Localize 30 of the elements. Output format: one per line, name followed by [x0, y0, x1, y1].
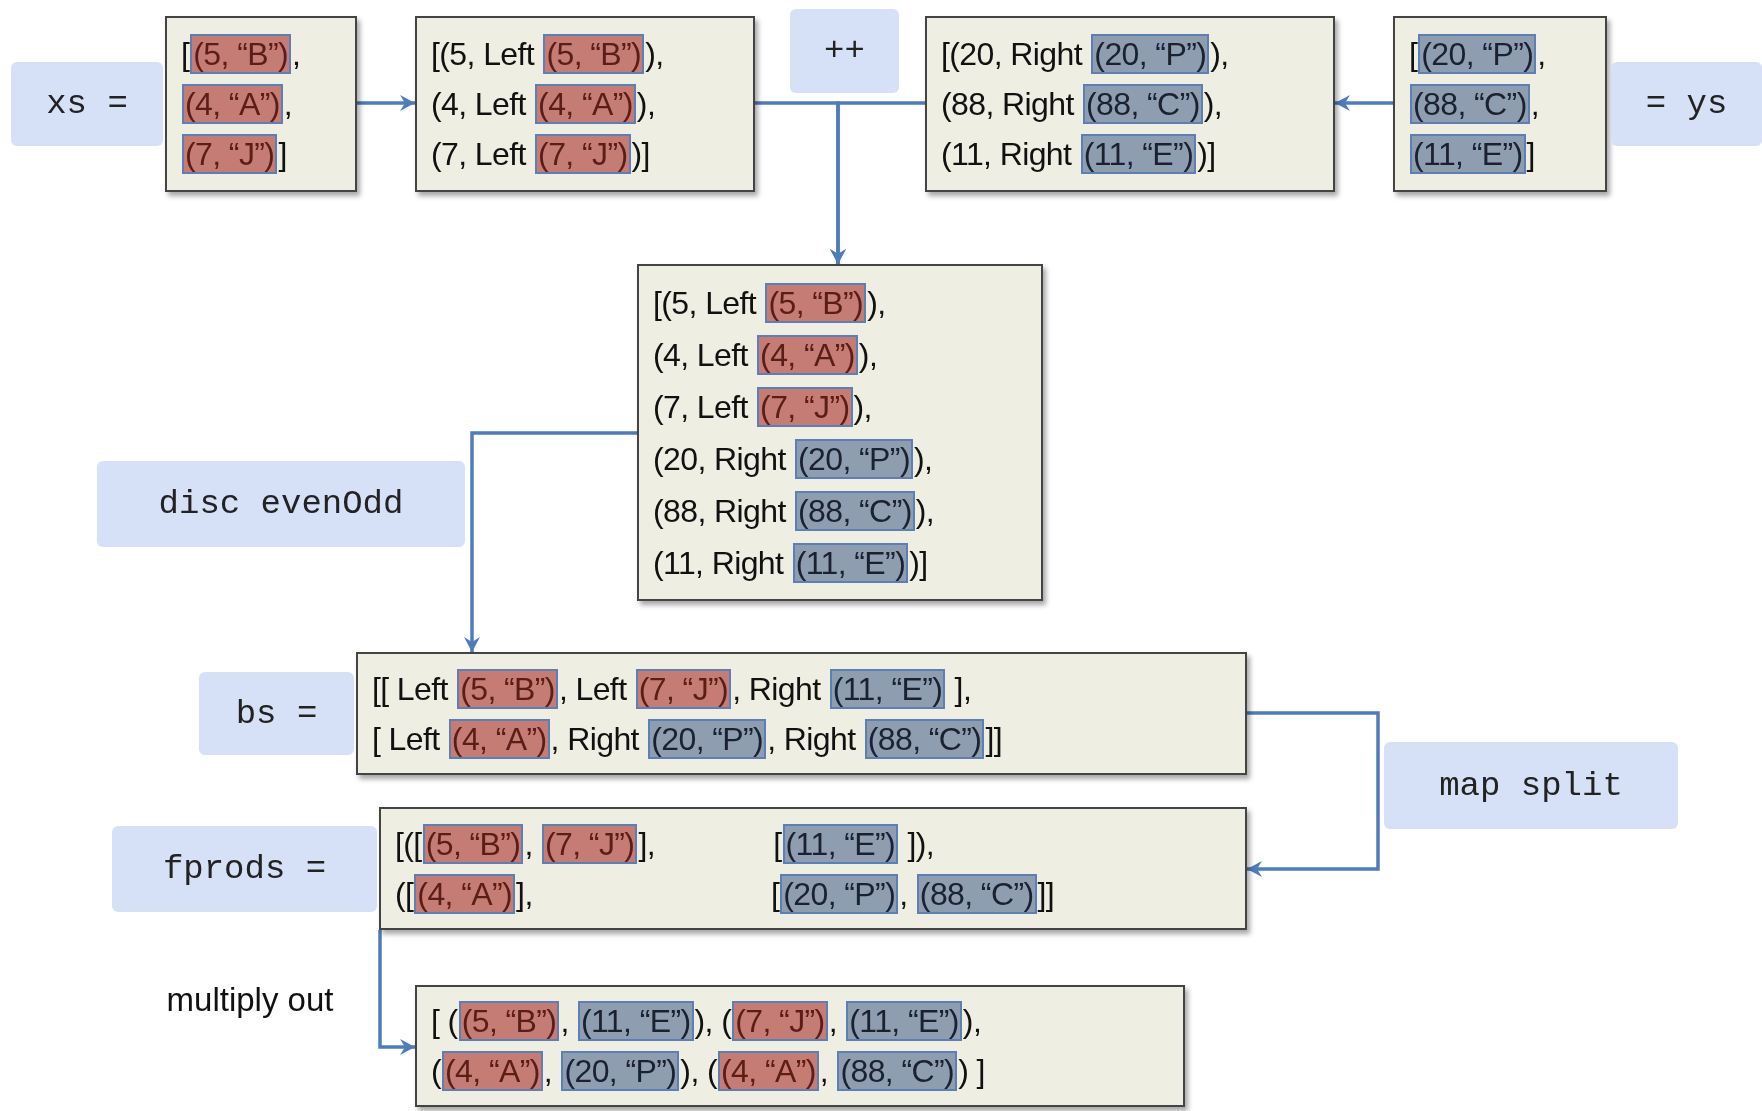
code-text: [([(5, “B”), (7, “J”)], [(11, “E”) ]), ([(4, “A”)], [(20, “P”), (88, “C”)]]: [394, 822, 1055, 916]
variable-label: xs =: [11, 62, 163, 146]
list-box: [637, 264, 1043, 601]
code-text: [ ((5, “B”), (11, “E”)), ((7, “J”), (11, “E”)), ((4, “A”), (20, “P”)), ((4, “A”), (88, “C”)) ]: [430, 1000, 985, 1093]
edge-label: map split: [1384, 742, 1678, 829]
arrow: [378, 930, 415, 1055]
code-text: [(5, Left (5, “B”)), (4, Left (4, “A”)), (7, Left (7, “J”))]: [430, 33, 664, 176]
arrow: [1247, 711, 1380, 877]
arrow: [464, 431, 637, 652]
code-text: [(5, Left (5, “B”)), (4, Left (4, “A”)), (7, Left (7, “J”)), (20, Right (20, “P”)), (88, Right (88, “C”)), (11, Right (11, “E”))]: [652, 281, 935, 585]
list-box: [356, 652, 1247, 775]
arrow: [830, 101, 925, 264]
edge-label: multiply out: [165, 980, 335, 1020]
variable-label: bs =: [199, 672, 354, 755]
edge-label: disc evenOdd: [97, 461, 465, 547]
code-text: [[ Left (5, “B”), Left (7, “J”), Right (11, “E”) ], [ Left (4, “A”), Right (20, “P”), Right (88, “C”)]]: [371, 667, 1003, 761]
list-box: [165, 16, 357, 192]
code-text: [(20, “P”), (88, “C”), (11, “E”)]: [1408, 33, 1546, 176]
code-text: [(20, Right (20, “P”)), (88, Right (88, “C”)), (11, Right (11, “E”))]: [940, 33, 1229, 176]
arrow: [1335, 95, 1393, 111]
list-box: [925, 16, 1335, 192]
variable-label: fprods =: [112, 826, 377, 912]
code-text: [(5, “B”), (4, “A”), (7, “J”)]: [180, 33, 301, 176]
arrow: [357, 95, 415, 111]
list-box: [1393, 16, 1607, 192]
list-box: [415, 16, 755, 192]
list-box: [379, 807, 1247, 930]
edge-label: ++: [790, 9, 899, 93]
variable-label: = ys: [1611, 62, 1762, 146]
list-box: [415, 985, 1185, 1107]
